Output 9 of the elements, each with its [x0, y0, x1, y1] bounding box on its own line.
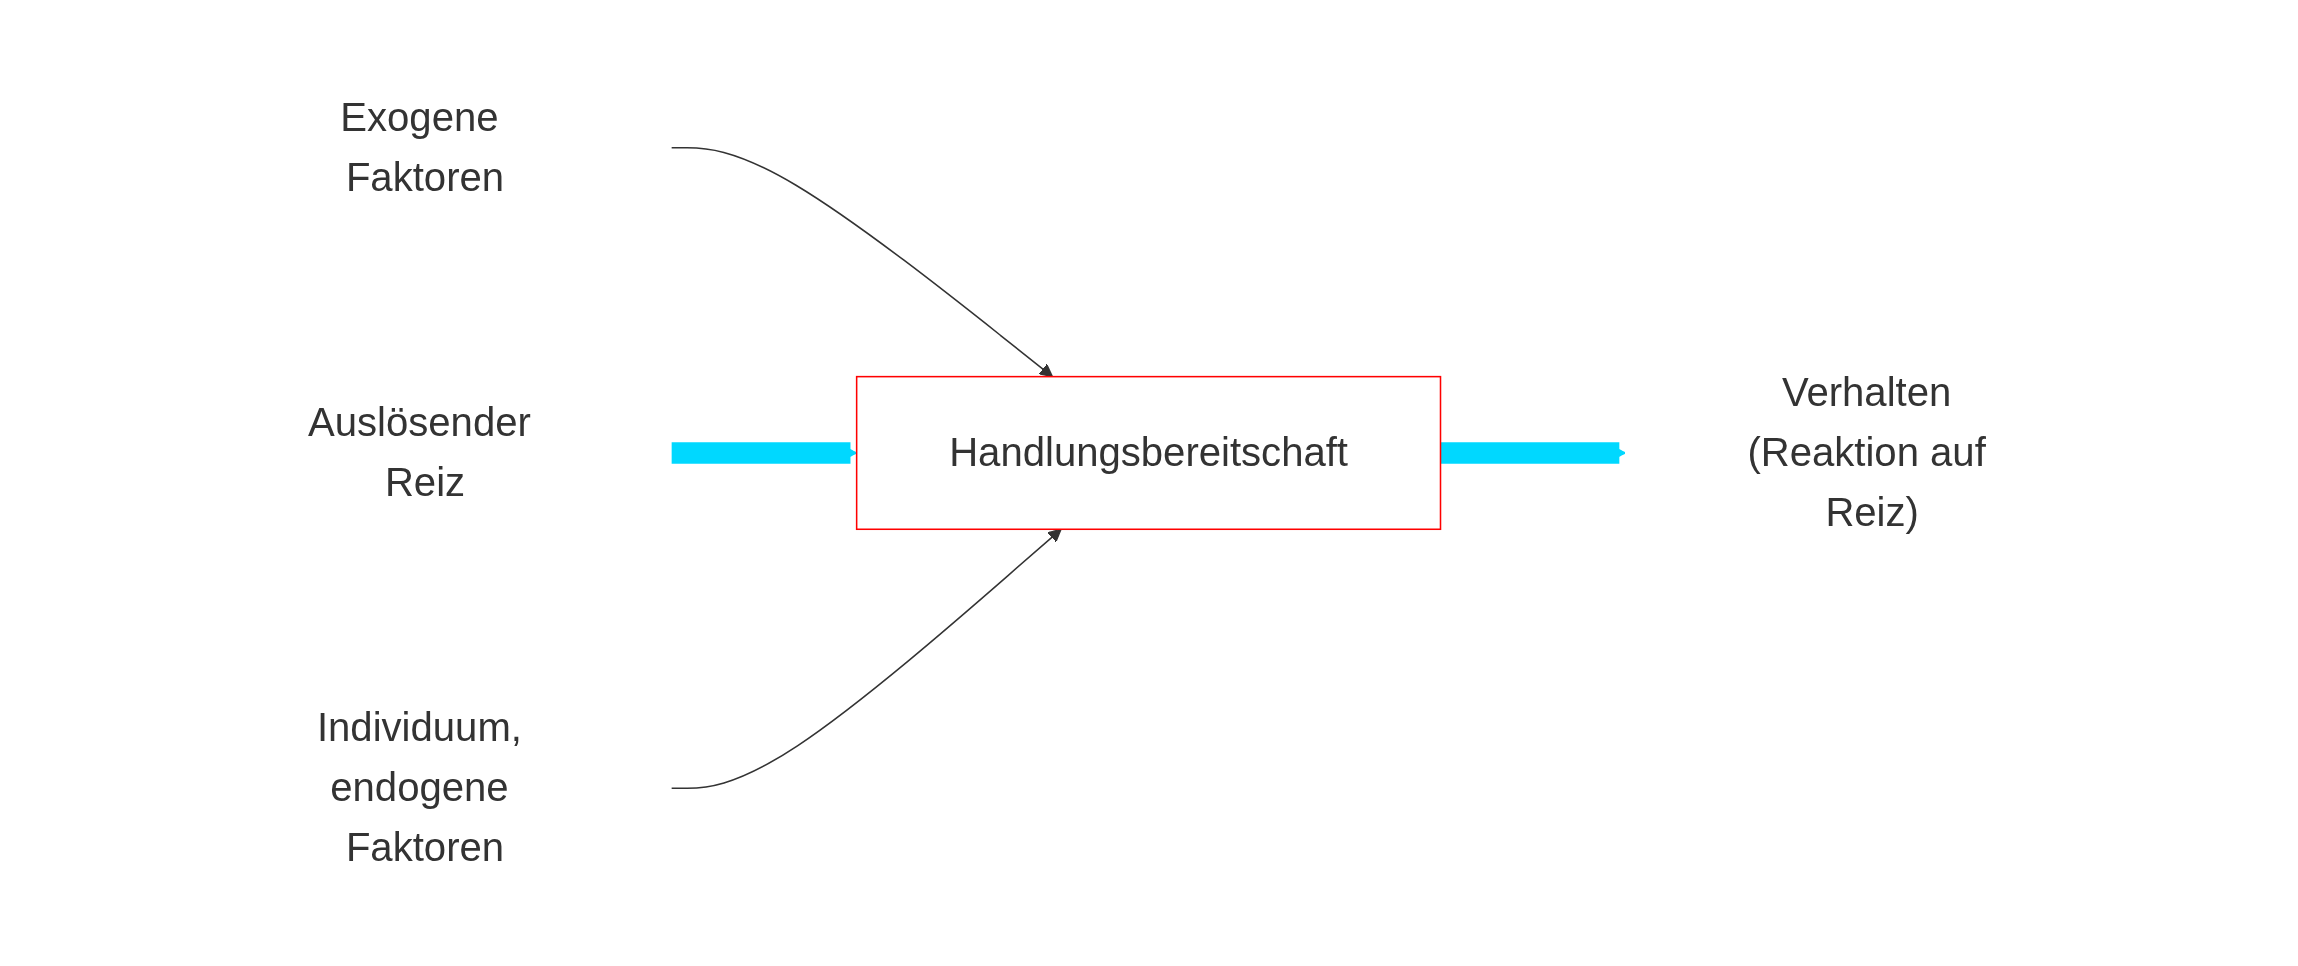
node-text: Verhalten (Reaktion auf Reiz) [1747, 368, 1987, 536]
arrow [671, 146, 1054, 378]
node-text: Auslösender Reiz [308, 398, 532, 506]
node-text: Individuum, endogene Faktoren [317, 704, 523, 871]
arrow [1440, 442, 1627, 464]
arrow [671, 528, 1063, 789]
node-text: Exogene Faktoren [340, 93, 505, 201]
arrow [672, 442, 858, 464]
node-box: Handlungsbereitschaft [856, 375, 1442, 530]
